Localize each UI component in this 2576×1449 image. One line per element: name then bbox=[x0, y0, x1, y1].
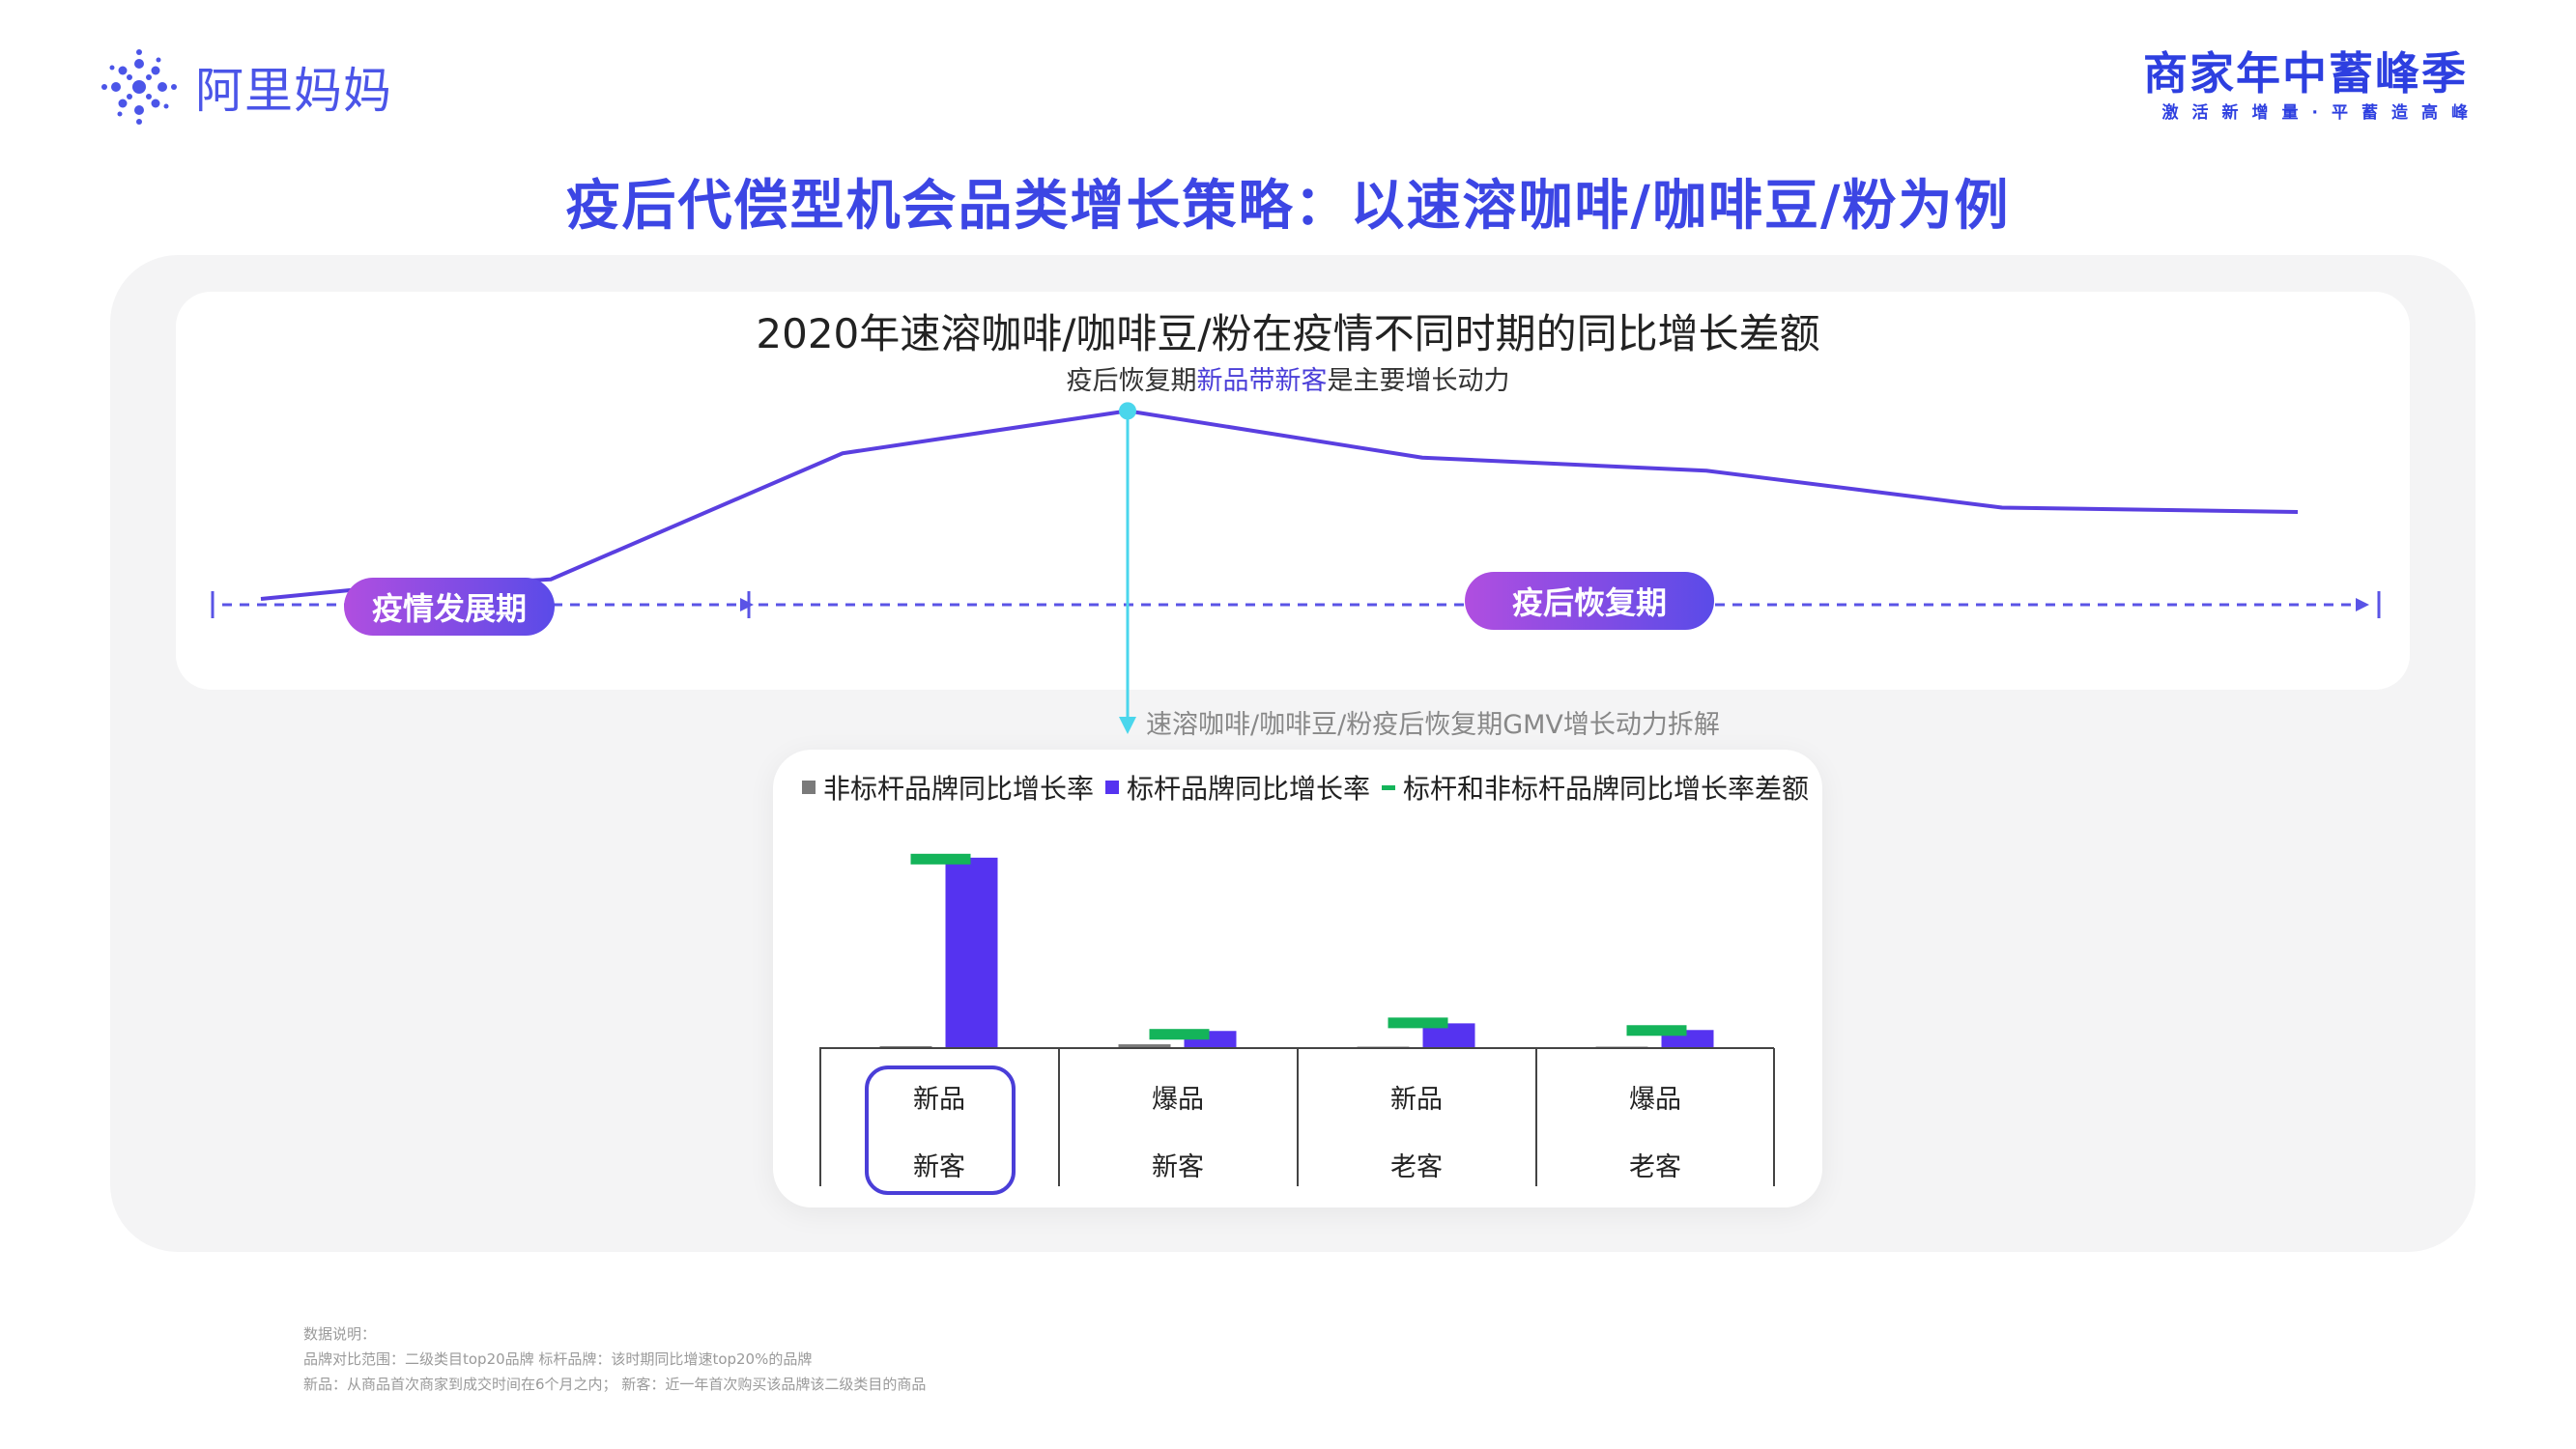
data-notes: 数据说明： 品牌对比范围：二级类目top20品牌 标杆品牌：该时期同比增速top… bbox=[303, 1321, 926, 1397]
connector-arrow bbox=[1119, 717, 1136, 734]
phase-badge-recovery: 疫后恢复期 bbox=[1465, 572, 1714, 630]
legend-swatch-gray bbox=[802, 781, 816, 794]
legend-swatch-purple bbox=[1105, 781, 1120, 794]
timeline-arrow-1 bbox=[740, 598, 754, 611]
logo-mark-icon bbox=[101, 49, 177, 125]
event-brand: 商家年中蓄峰季 激活新增量·平蓄造高峰 bbox=[2143, 46, 2468, 126]
phase-badge-outbreak: 疫情发展期 bbox=[344, 578, 555, 636]
logo: 阿里妈妈 bbox=[100, 48, 392, 126]
category-label-3-line2: 老客 bbox=[1390, 1152, 1443, 1182]
logo-text: 阿里妈妈 bbox=[195, 63, 392, 119]
notes-brand-definition: 品牌对比范围：二级类目top20品牌 标杆品牌：该时期同比增速top20%的品牌 bbox=[303, 1350, 813, 1368]
category-label-4-line1: 爆品 bbox=[1629, 1085, 1681, 1115]
category-label-1-line1: 新品 bbox=[913, 1085, 965, 1115]
legend-item-benchmark: 标杆品牌同比增长率 bbox=[1105, 768, 1370, 807]
diff-marker bbox=[1149, 1029, 1210, 1040]
breakdown-label: 速溶咖啡/咖啡豆/粉疫后恢复期GMV增长动力拆解 bbox=[1146, 710, 1720, 740]
category-label-3-line1: 新品 bbox=[1390, 1085, 1443, 1115]
category-label-1-line2: 新客 bbox=[913, 1152, 965, 1182]
highlight-category-box bbox=[865, 1065, 1016, 1195]
peak-point bbox=[1119, 402, 1136, 420]
legend-swatch-green bbox=[1382, 784, 1396, 790]
diff-marker bbox=[910, 853, 971, 865]
annotation-highlight: 新品带新客 bbox=[1196, 366, 1328, 396]
category-label-4-line2: 老客 bbox=[1629, 1152, 1681, 1182]
bar-benchmark bbox=[945, 857, 998, 1048]
bar-nonbenchmark bbox=[1118, 1044, 1171, 1048]
legend-item-difference: 标杆和非标杆品牌同比增长率差额 bbox=[1382, 768, 1809, 807]
bar-chart-axes bbox=[819, 1047, 1775, 1186]
legend-label: 非标杆品牌同比增长率 bbox=[823, 773, 1095, 805]
page-title: 疫后代偿型机会品类增长策略：以速溶咖啡/咖啡豆/粉为例 bbox=[565, 175, 2011, 238]
category-label-2-line2: 新客 bbox=[1152, 1152, 1204, 1182]
diff-marker bbox=[1626, 1025, 1687, 1037]
annotation-text-post: 是主要增长动力 bbox=[1327, 366, 1510, 396]
event-brand-title: 商家年中蓄峰季 bbox=[2143, 47, 2468, 99]
notes-heading: 数据说明： bbox=[303, 1325, 377, 1343]
bar-chart-legend: 非标杆品牌同比增长率 标杆品牌同比增长率 标杆和非标杆品牌同比增长率差额 bbox=[802, 768, 1820, 807]
event-brand-slogan: 激活新增量·平蓄造高峰 bbox=[2161, 103, 2481, 123]
notes-newness-definition: 新品：从商品首次商家到成交时间在6个月之内； 新客：近一年首次购买该品牌该二级类… bbox=[303, 1376, 927, 1393]
line-chart-annotation: 疫后恢复期新品带新客是主要增长动力 bbox=[0, 359, 2576, 397]
legend-label: 标杆品牌同比增长率 bbox=[1127, 773, 1371, 805]
timeline-arrow-2 bbox=[2356, 598, 2369, 611]
annotation-text-pre: 疫后恢复期 bbox=[1066, 366, 1197, 396]
category-label-2-line1: 爆品 bbox=[1152, 1085, 1204, 1115]
legend-item-nonbenchmark: 非标杆品牌同比增长率 bbox=[802, 768, 1094, 807]
timeline bbox=[211, 591, 2381, 618]
line-chart-title: 2020年速溶咖啡/咖啡豆/粉在疫情不同时期的同比增长差额 bbox=[756, 310, 1820, 357]
diff-marker bbox=[1388, 1017, 1448, 1029]
legend-label: 标杆和非标杆品牌同比增长率差额 bbox=[1403, 773, 1810, 805]
